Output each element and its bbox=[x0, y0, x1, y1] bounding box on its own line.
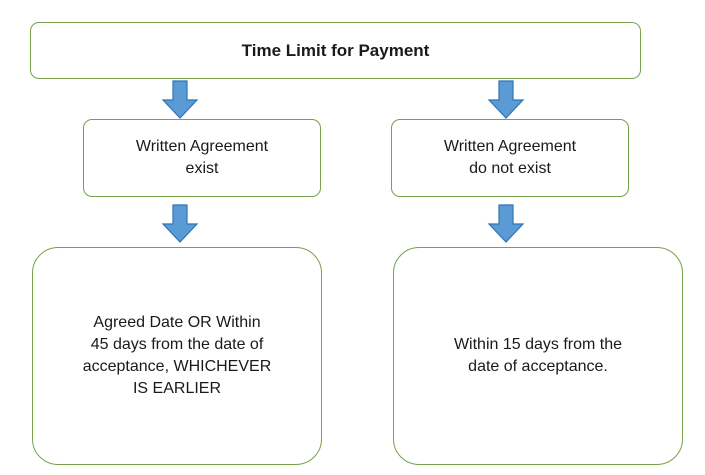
node-time-limit-for-payment: Time Limit for Payment bbox=[30, 22, 641, 79]
node-label: Written Agreement do not exist bbox=[443, 137, 577, 177]
node-agreed-date-or-45-days: Agreed Date OR Within 45 days from the d… bbox=[32, 247, 322, 465]
node-written-agreement-exist: Written Agreement exist bbox=[83, 119, 321, 197]
arrow-down-icon-title-to-written-agreement-not-exist bbox=[487, 80, 525, 120]
node-within-15-days: Within 15 days from the date of acceptan… bbox=[393, 247, 683, 465]
node-written-agreement-do-not-exist: Written Agreement do not exist bbox=[391, 119, 629, 197]
arrow-down-icon-not-exist-to-within-15-days bbox=[487, 204, 525, 244]
arrow-down-icon-title-to-written-agreement-exist bbox=[161, 80, 199, 120]
node-label: Written Agreement exist bbox=[135, 137, 269, 177]
node-label: Agreed Date OR Within 45 days from the d… bbox=[82, 313, 272, 398]
node-label: Time Limit for Payment bbox=[241, 40, 430, 60]
arrow-down-icon-exist-to-agreed-date bbox=[161, 204, 199, 244]
node-label: Within 15 days from the date of acceptan… bbox=[453, 335, 623, 375]
